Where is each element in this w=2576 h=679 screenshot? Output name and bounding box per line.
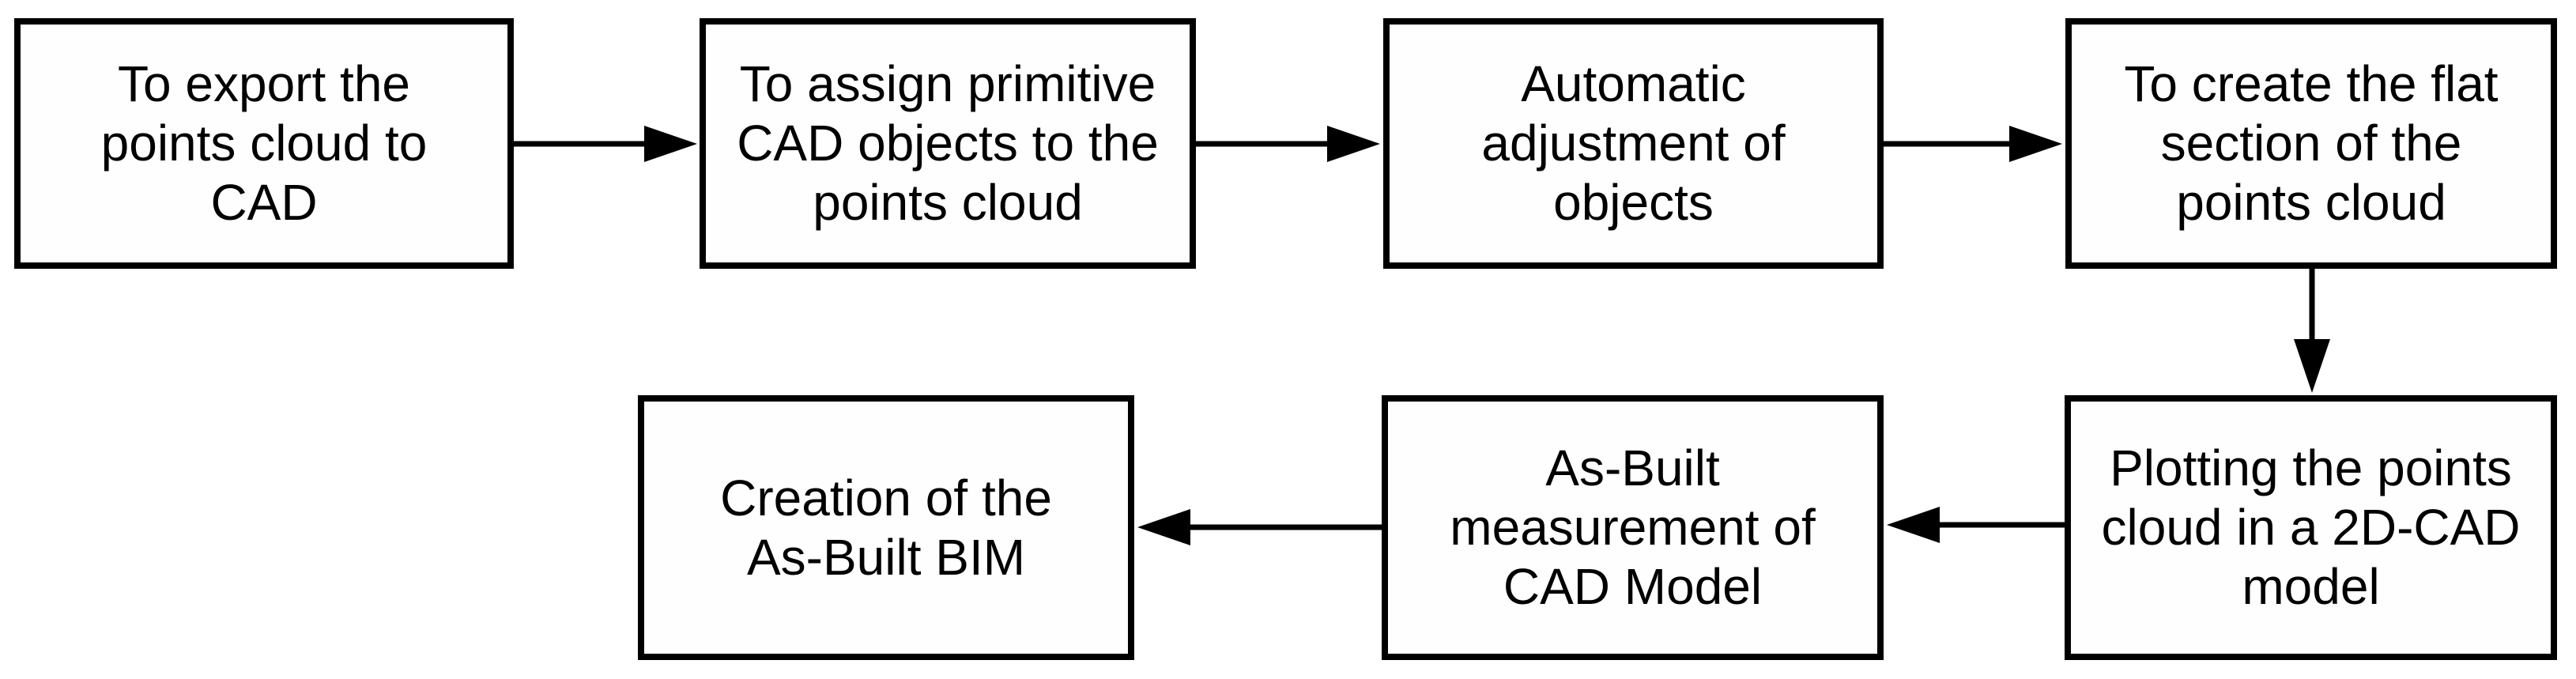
node-label-export-points-cloud: To export the points cloud to CAD bbox=[100, 55, 428, 231]
flow-node-create-flat-section: To create the flat section of the points… bbox=[2065, 18, 2557, 269]
flow-node-assign-primitive-cad-objects: To assign primitive CAD objects to the p… bbox=[700, 18, 1196, 269]
flow-node-as-built-measurement: As-Built measurement of CAD Model bbox=[1382, 395, 1884, 660]
flow-node-export-points-cloud: To export the points cloud to CAD bbox=[14, 18, 514, 269]
node-label-as-built-measurement: As-Built measurement of CAD Model bbox=[1450, 439, 1816, 615]
arrow-n1-to-n2 bbox=[514, 126, 697, 162]
arrow-n3-to-n4 bbox=[1884, 126, 2062, 162]
arrow-n5-to-n6 bbox=[1887, 507, 2065, 543]
flow-node-plotting-2d-cad: Plotting the points cloud in a 2D-CAD mo… bbox=[2065, 395, 2557, 660]
flow-node-automatic-adjustment: Automatic adjustment of objects bbox=[1383, 18, 1884, 269]
arrow-n2-to-n3 bbox=[1196, 126, 1380, 162]
node-label-automatic-adjustment: Automatic adjustment of objects bbox=[1481, 55, 1786, 231]
flow-node-creation-as-built-bim: Creation of the As-Built BIM bbox=[638, 395, 1134, 660]
node-label-creation-as-built-bim: Creation of the As-Built BIM bbox=[720, 469, 1052, 586]
node-label-plotting-2d-cad: Plotting the points cloud in a 2D-CAD mo… bbox=[2101, 439, 2521, 615]
arrow-n4-to-n5 bbox=[2294, 269, 2330, 393]
arrow-n6-to-n7 bbox=[1137, 509, 1382, 545]
node-label-create-flat-section: To create the flat section of the points… bbox=[2124, 55, 2499, 231]
node-label-assign-primitive-cad-objects: To assign primitive CAD objects to the p… bbox=[737, 55, 1159, 231]
